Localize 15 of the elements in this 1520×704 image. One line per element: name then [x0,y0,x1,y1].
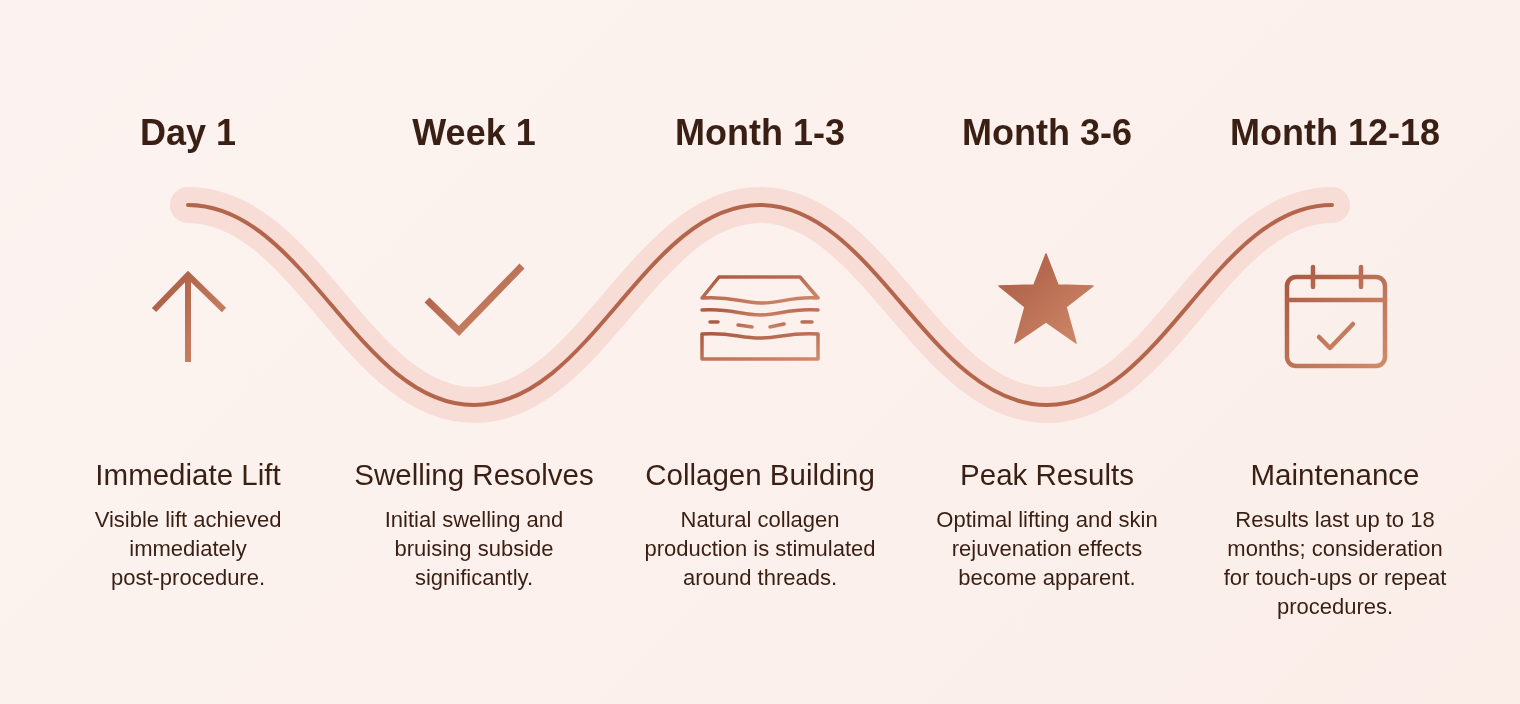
stage-heading: Month 3-6 [962,112,1132,154]
stage-description: Initial swelling and bruising subside significantly. [383,506,565,592]
stage-title: Swelling Resolves [354,457,594,493]
stage-description: Optimal lifting and skin rejuvenation effects become apparent. [935,506,1159,592]
stage-heading: Day 1 [139,112,237,154]
stage-heading: Week 1 [412,112,536,154]
stage-heading: Month 12-18 [1230,112,1440,154]
stage-title: Maintenance [1250,457,1420,493]
stage-title: Peak Results [960,457,1134,493]
stage-heading: Month 1-3 [675,112,845,154]
stage-title: Collagen Building [645,457,875,493]
stage-description: Results last up to 18 months; consideration for touch-ups or repeat procedures. [1222,506,1448,621]
stage-description: Natural collagen production is stimulated around threads. [643,506,877,592]
stage-title: Immediate Lift [95,457,281,493]
stage-description: Visible lift achieved immediately post-procedure. [93,506,283,592]
